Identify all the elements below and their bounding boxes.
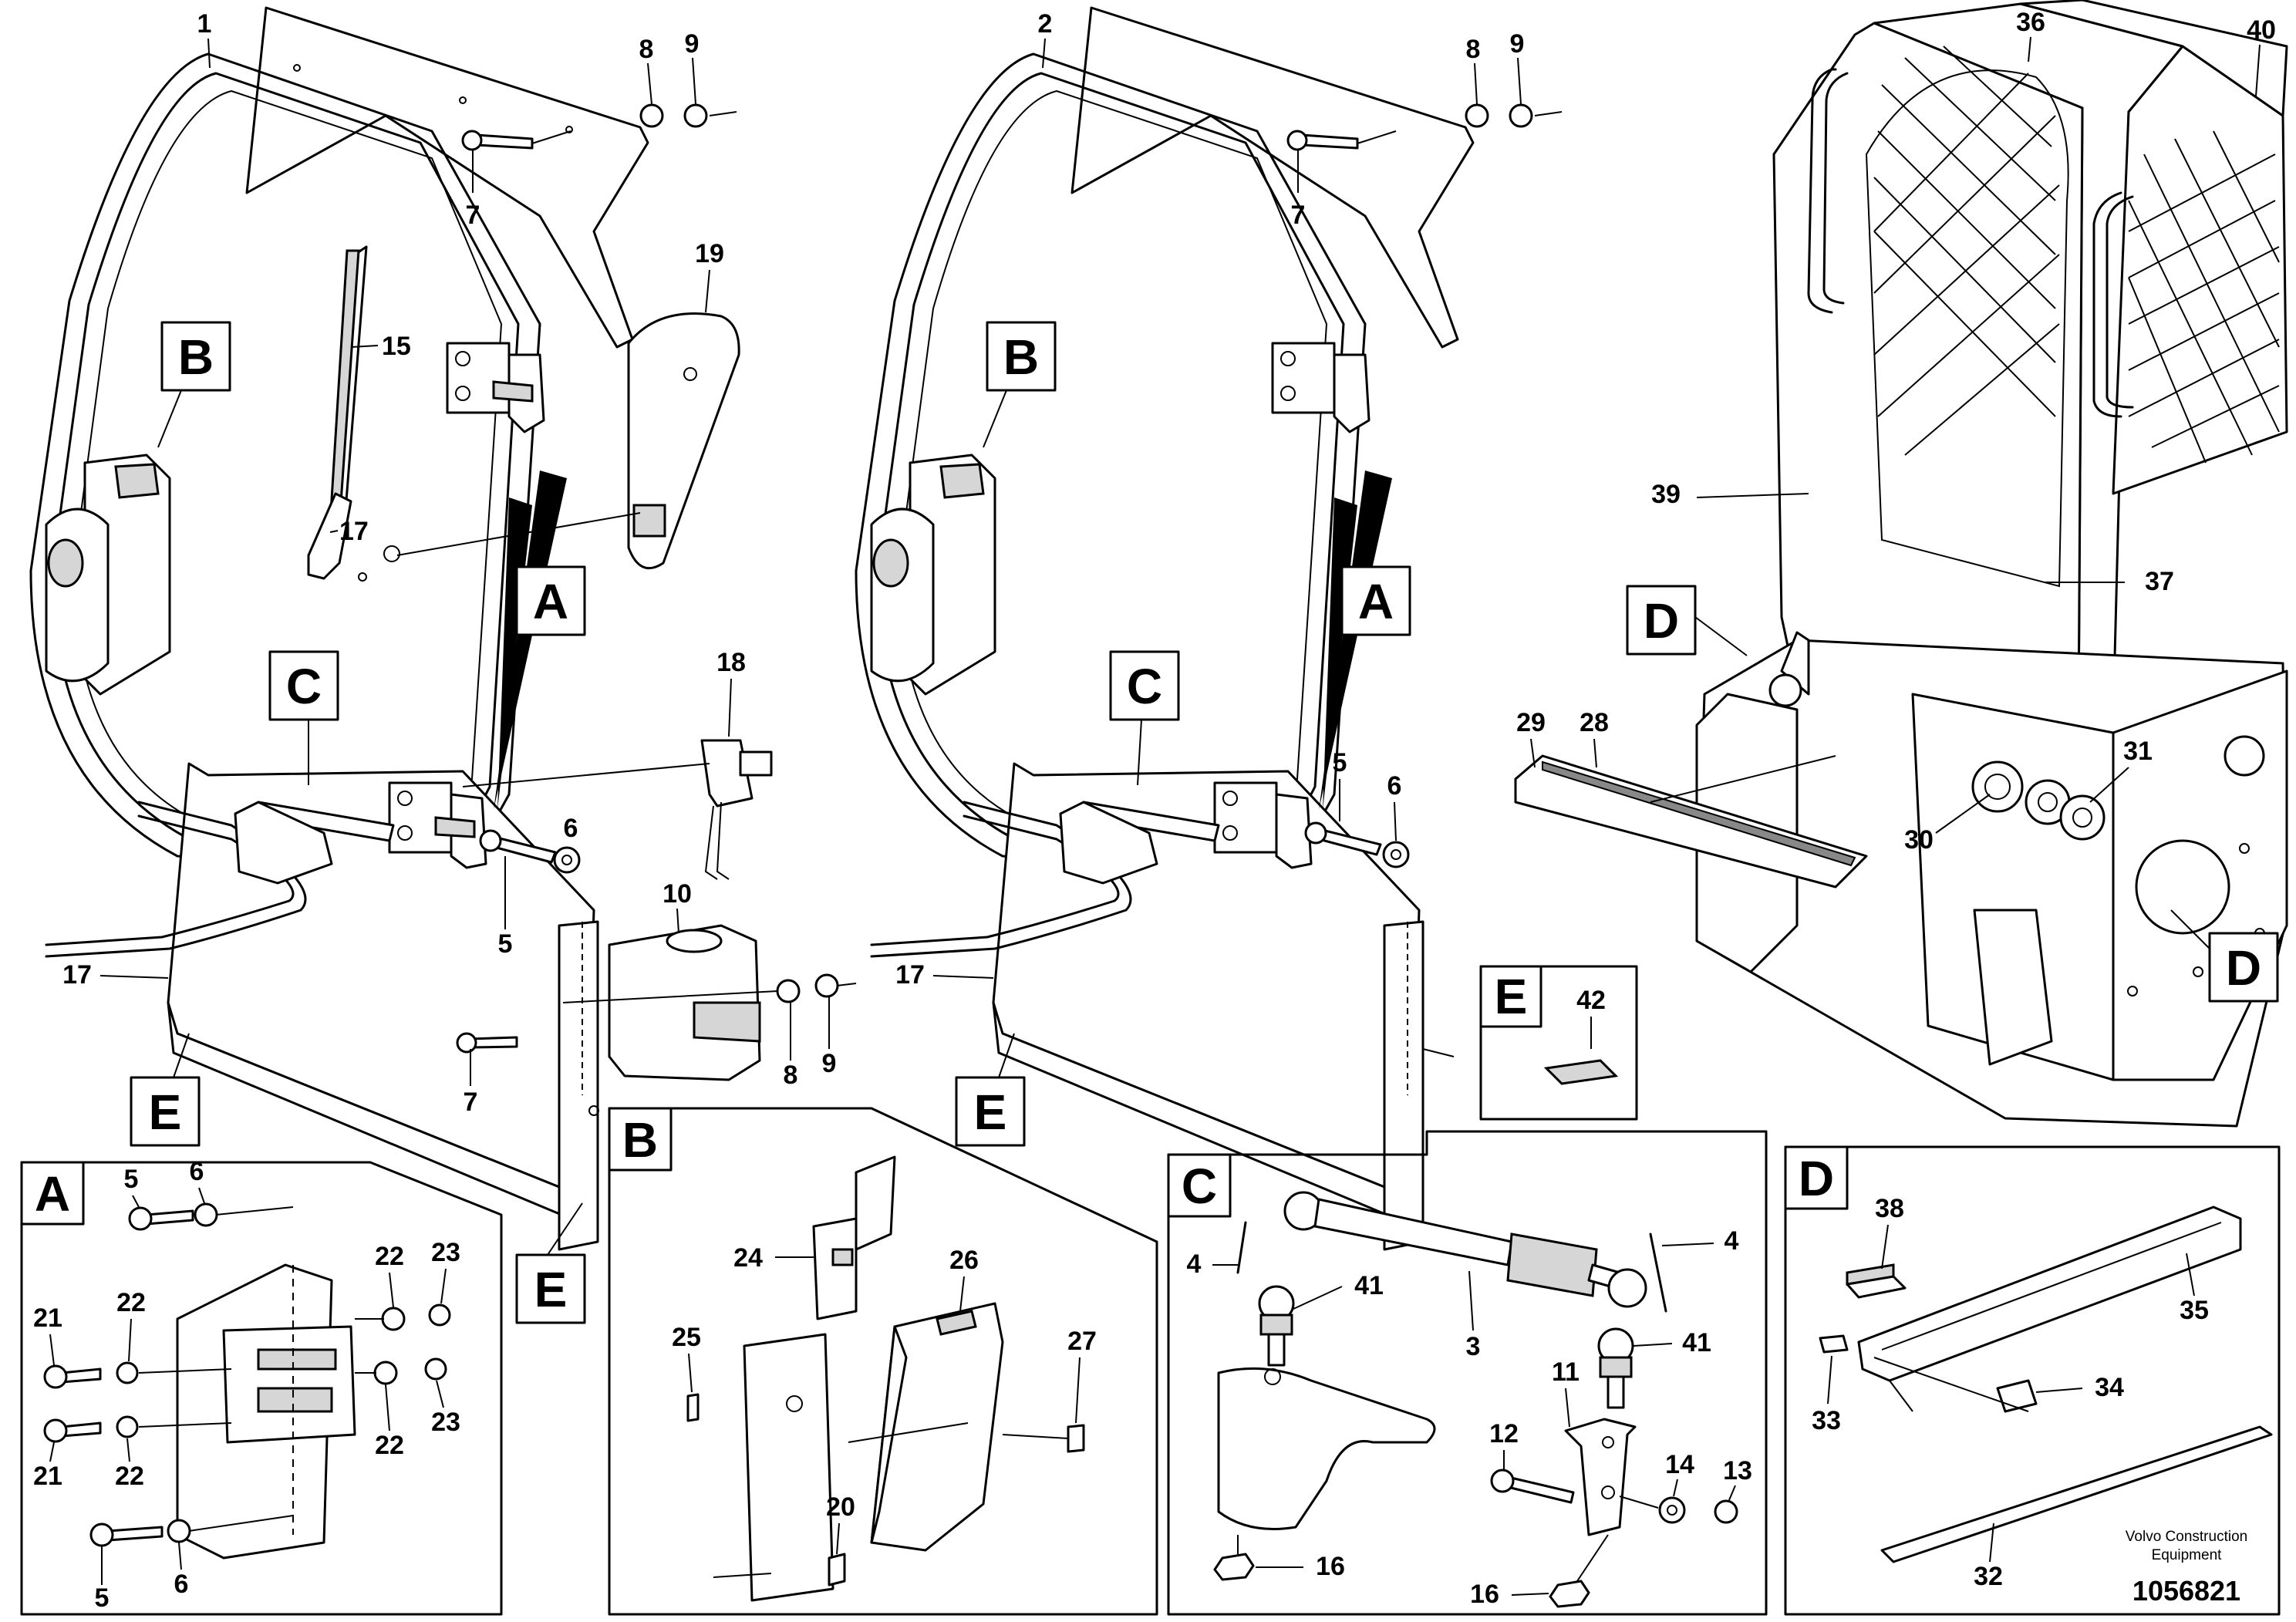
callout-26: 26	[949, 1246, 979, 1275]
inset-D-rail-detail: D 38 33 34 35 32 Volvo Construction Equi…	[1784, 1145, 2281, 1616]
callout-24: 24	[733, 1243, 763, 1273]
label-C-center: C	[1127, 659, 1162, 714]
label-C-inset: C	[1182, 1158, 1217, 1214]
callout-32: 32	[1974, 1562, 2003, 1591]
callout-21-inset-bottom: 21	[33, 1462, 62, 1491]
callout-41-inset-right: 41	[1682, 1328, 1711, 1357]
label-A-left: A	[533, 574, 568, 629]
inset-A-hinge-detail: A 5 6 22 23 22 21 21 22 22	[20, 1157, 503, 1616]
callout-6-left: 6	[564, 814, 578, 843]
callout-4-inset-right: 4	[1725, 1226, 1739, 1256]
callout-35: 35	[2180, 1296, 2209, 1325]
callout-28: 28	[1580, 708, 1609, 737]
callout-5-center: 5	[1333, 748, 1347, 777]
callout-6-inset-top: 6	[190, 1157, 204, 1186]
label-B-inset: B	[622, 1112, 658, 1168]
callout-29: 29	[1516, 708, 1546, 737]
callout-33: 33	[1812, 1406, 1841, 1435]
callout-36: 36	[2016, 8, 2045, 37]
callout-7-left-bottom: 7	[464, 1088, 478, 1117]
callout-13: 13	[1723, 1456, 1752, 1485]
label-D-frame-bottom: D	[2226, 940, 2261, 996]
inset-E-part-42: E 42	[1479, 965, 1638, 1121]
callout-22-inset-left: 22	[116, 1288, 146, 1317]
callout-30: 30	[1904, 825, 1934, 855]
brand-line-1: Volvo Construction	[2126, 1529, 2247, 1545]
cab-frame-assembly: D D 36 40 39 37 28 29 31 30	[1514, 0, 2288, 1128]
callout-10: 10	[663, 879, 692, 909]
callout-40: 40	[2247, 15, 2276, 45]
callout-5-left: 5	[498, 929, 513, 959]
callout-16-inset-left: 16	[1316, 1552, 1345, 1581]
callout-42: 42	[1576, 986, 1606, 1015]
callout-31: 31	[2123, 737, 2153, 766]
inset-C-gas-strut-detail: C 4 4 41 41	[1167, 1130, 1768, 1616]
callout-11: 11	[1552, 1357, 1580, 1387]
drawing-number: 1056821	[2132, 1575, 2240, 1607]
callout-41-inset-left: 41	[1354, 1271, 1384, 1300]
callout-1: 1	[197, 9, 212, 39]
label-E-left: E	[149, 1084, 182, 1140]
part-19-cover	[627, 312, 740, 570]
callout-17-left: 17	[62, 960, 92, 990]
callout-4-inset-left: 4	[1187, 1249, 1202, 1279]
callout-22-inset-bottom: 22	[375, 1431, 404, 1460]
callout-39: 39	[1651, 480, 1681, 509]
label-C-left: C	[286, 659, 322, 714]
label-A-center: A	[1358, 574, 1394, 629]
label-D-frame-top: D	[1644, 593, 1679, 649]
callout-5-inset-bottom: 5	[95, 1583, 110, 1613]
callout-23-inset-top: 23	[431, 1238, 460, 1267]
callout-38: 38	[1875, 1194, 1904, 1223]
callout-7-center: 7	[1291, 201, 1306, 230]
center-door-assembly: B A C E 2 8 9 7 5 6 17	[855, 6, 1563, 1251]
label-E-center: E	[974, 1084, 1007, 1140]
left-door-assembly: B A C E E 1 8 9 7 15 19 17 18 6 5 10 17	[29, 6, 857, 1324]
label-E-inset: E	[1495, 969, 1528, 1024]
label-E-left-lower: E	[534, 1262, 568, 1317]
callout-16-inset-right: 16	[1470, 1580, 1499, 1609]
label-D-inset: D	[1799, 1151, 1834, 1206]
callout-6-inset-bottom: 6	[174, 1570, 189, 1599]
label-B-left: B	[178, 329, 214, 385]
callout-27: 27	[1067, 1327, 1097, 1356]
callout-17-center: 17	[895, 960, 925, 990]
cage-mesh	[1873, 46, 2280, 464]
callout-9-center: 9	[1510, 29, 1525, 59]
callout-7-left-top: 7	[466, 201, 480, 230]
callout-5-inset-top: 5	[124, 1165, 139, 1194]
callout-23-inset-bottom: 23	[431, 1408, 460, 1437]
part-18-switch	[700, 739, 773, 880]
callout-17-left-top: 17	[339, 517, 369, 546]
left-lower-hinge	[388, 781, 487, 869]
callout-9-left-bottom: 9	[822, 1049, 837, 1078]
callout-22-inset-bottom-left: 22	[115, 1462, 144, 1491]
callout-21-inset-top: 21	[33, 1303, 62, 1333]
callout-22-inset-top: 22	[375, 1242, 404, 1271]
callout-8-center: 8	[1466, 35, 1481, 64]
inset-B-latch-detail: B 24 26 25 27 20	[608, 1107, 1158, 1616]
label-A-inset: A	[35, 1166, 70, 1222]
callout-20: 20	[826, 1492, 855, 1522]
callout-19: 19	[695, 239, 724, 268]
callout-6-center: 6	[1387, 771, 1402, 801]
callout-37: 37	[2145, 567, 2174, 596]
callout-15: 15	[382, 332, 411, 361]
callout-3: 3	[1466, 1332, 1481, 1361]
callout-14: 14	[1665, 1450, 1694, 1479]
callout-2: 2	[1038, 9, 1053, 39]
callout-8-left: 8	[639, 35, 654, 64]
callout-9-left: 9	[685, 29, 700, 59]
washer-reservoir	[608, 924, 761, 1081]
callout-34: 34	[2095, 1373, 2124, 1402]
callout-12: 12	[1489, 1419, 1519, 1448]
callout-18: 18	[716, 648, 746, 677]
brand-line-2: Equipment	[2152, 1547, 2223, 1563]
label-B-center: B	[1003, 329, 1039, 385]
callout-8-left-bottom: 8	[784, 1061, 798, 1090]
callout-25: 25	[672, 1323, 701, 1352]
left-upper-hinge	[446, 342, 545, 433]
